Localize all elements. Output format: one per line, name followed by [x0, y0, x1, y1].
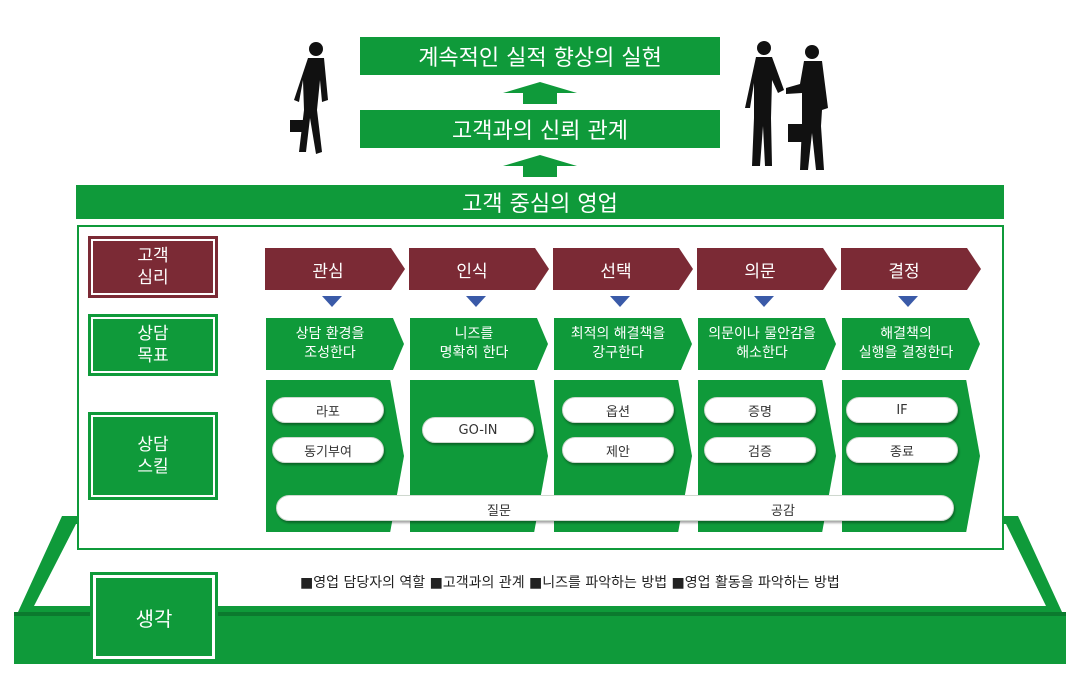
- stage-goal: 해결책의 실행을 결정한다: [842, 318, 980, 370]
- stage-goal: 의문이나 물안감을 해소한다: [698, 318, 836, 370]
- goal-title-box: 계속적인 실적 향상의 실현: [360, 37, 720, 75]
- customer-centric-banner: 고객 중심의 영업: [76, 185, 1004, 219]
- skill-pill: 옵션: [562, 397, 674, 423]
- skill-pill: 종료: [846, 437, 958, 463]
- skill-pill: 증명: [704, 397, 816, 423]
- stage-header: 관심: [265, 248, 405, 290]
- down-arrow-icon: [898, 296, 918, 307]
- down-arrow-icon: [322, 296, 342, 307]
- stage-header: 의문: [697, 248, 837, 290]
- down-arrow-icon: [610, 296, 630, 307]
- businessman-walking-icon: [290, 42, 328, 154]
- mindset-note: ■영업 담당자의 역할 ■고객과의 관계 ■니즈를 파악하는 방법 ■영업 활동…: [300, 575, 840, 591]
- skill-pill: 제안: [562, 437, 674, 463]
- common-skill-bar: 질문 공감: [276, 495, 954, 521]
- trust-title-box: 고객과의 신뢰 관계: [360, 110, 720, 148]
- row-label-goal: 상담 목표: [88, 314, 218, 376]
- stage-header: 선택: [553, 248, 693, 290]
- common-skill-question: 질문: [487, 504, 511, 519]
- mindset-label: 생각: [90, 572, 218, 662]
- down-arrow-icon: [754, 296, 774, 307]
- common-skill-empathy: 공감: [771, 504, 795, 519]
- handshake-icon: [745, 41, 828, 170]
- up-arrow-icon: [503, 155, 577, 177]
- row-label-psychology: 고객 심리: [88, 236, 218, 298]
- stage-header: 인식: [409, 248, 549, 290]
- skill-pill: GO-IN: [422, 417, 534, 443]
- stage-goal: 상담 환경을 조성한다: [266, 318, 404, 370]
- stage-goal: 최적의 해결책을 강구한다: [554, 318, 692, 370]
- stage-goal: 니즈를 명확히 한다: [410, 318, 548, 370]
- skill-pill: 동기부여: [272, 437, 384, 463]
- skill-pill: 검증: [704, 437, 816, 463]
- stage-header: 결정: [841, 248, 981, 290]
- up-arrow-icon: [503, 82, 577, 104]
- row-label-skill: 상담 스킬: [88, 412, 218, 500]
- skill-pill: IF: [846, 397, 958, 423]
- skill-pill: 라포: [272, 397, 384, 423]
- down-arrow-icon: [466, 296, 486, 307]
